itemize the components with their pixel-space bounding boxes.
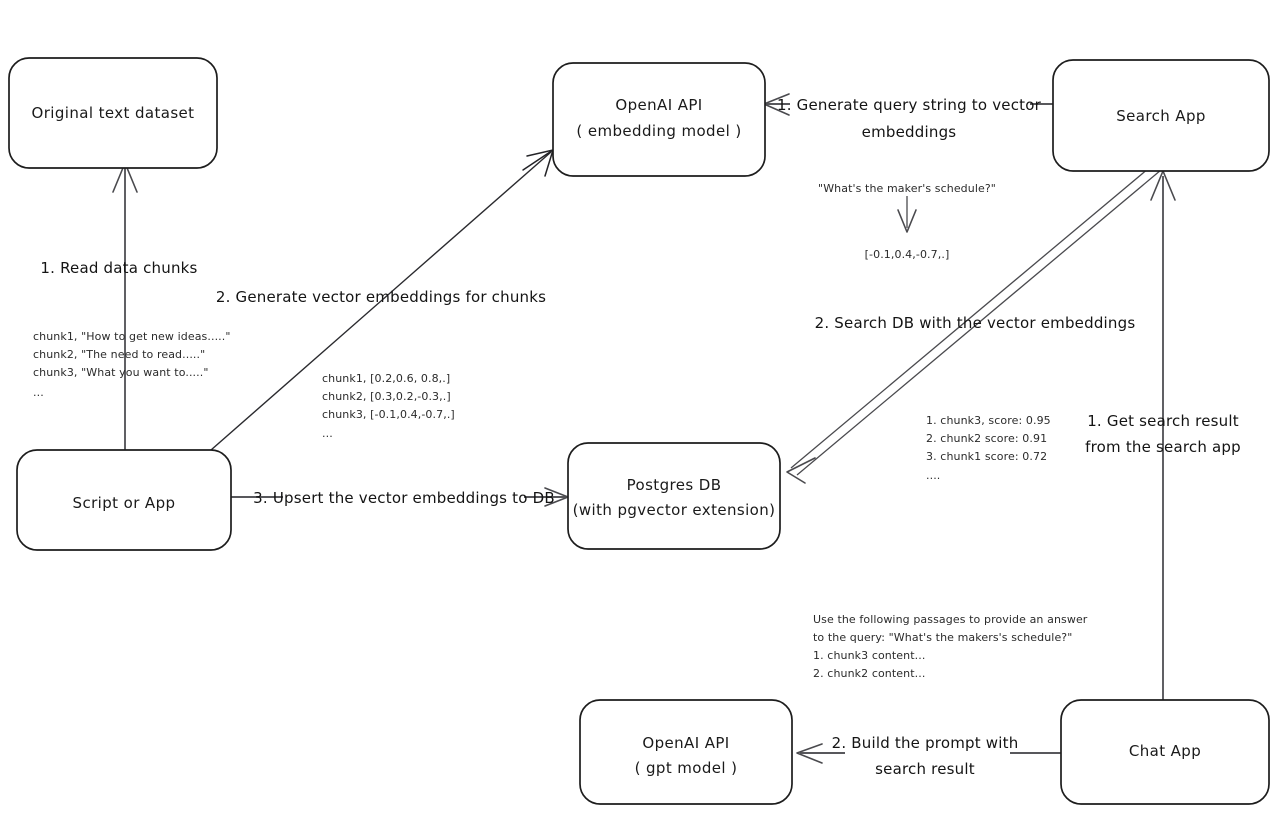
node-original-text-dataset[interactable]: Original text dataset (8, 57, 218, 169)
edge-read-data-chunks (112, 162, 138, 457)
label-search-db: 2. Search DB with the vector embeddings (815, 314, 1136, 332)
note-prompt-line-3: 1. chunk3 content... (813, 649, 925, 662)
label-read-data-chunks: 1. Read data chunks (40, 259, 197, 277)
node-openai-embedding-api[interactable]: OpenAI API ( embedding model ) (552, 62, 766, 177)
label-generate-query-string-line1: 1. Generate query string to vector (777, 96, 1042, 114)
note-raw-chunks-line-1: chunk1, "How to get new ideas....." (33, 330, 231, 343)
note-chunk-vectors: chunk1, [0.2,0.6, 0.8,.] chunk2, [0.3,0.… (322, 372, 455, 440)
label-upsert-to-db: 3. Upsert the vector embeddings to DB (253, 489, 555, 507)
note-query-string: "What's the maker's schedule?" (818, 182, 996, 195)
edge-upsert-to-db (231, 487, 569, 507)
note-chunk-vectors-line-3: chunk3, [-0.1,0.4,-0.7,.] (322, 408, 455, 421)
note-search-results-line-3: 3. chunk1 score: 0.72 (926, 450, 1047, 463)
node-search-app[interactable]: Search App (1052, 59, 1270, 172)
note-prompt-line-1: Use the following passages to provide an… (813, 613, 1088, 626)
note-prompt: Use the following passages to provide an… (813, 613, 1088, 680)
edge-generate-vector-embeddings (210, 148, 555, 451)
note-chunk-vectors-line-1: chunk1, [0.2,0.6, 0.8,.] (322, 372, 450, 385)
note-prompt-line-2: to the query: "What's the makers's sched… (813, 631, 1072, 644)
note-raw-chunks-line-4: ... (33, 386, 44, 399)
node-openai-gpt-api[interactable]: OpenAI API ( gpt model ) (579, 699, 793, 805)
label-build-prompt-line2: search result (875, 760, 975, 778)
node-postgres-db[interactable]: Postgres DB (with pgvector extension) (567, 442, 781, 550)
node-script-or-app[interactable]: Script or App (16, 449, 232, 551)
note-prompt-line-4: 2. chunk2 content... (813, 667, 925, 680)
note-search-results: 1. chunk3, score: 0.95 2. chunk2 score: … (926, 414, 1051, 482)
label-generate-vector-embeddings: 2. Generate vector embeddings for chunks (216, 288, 546, 306)
edge-get-search-result (1150, 170, 1176, 700)
edge-search-db (786, 162, 1162, 484)
note-query-vector: [-0.1,0.4,-0.7,.] (865, 248, 950, 261)
note-search-results-line-2: 2. chunk2 score: 0.91 (926, 432, 1047, 445)
node-chat-app[interactable]: Chat App (1060, 699, 1270, 805)
label-build-prompt-line1: 2. Build the prompt with (832, 734, 1019, 752)
label-get-search-result-line2: from the search app (1085, 438, 1241, 456)
edge-query-to-vector (897, 196, 917, 233)
edge-build-prompt (796, 743, 1061, 764)
note-search-results-line-1: 1. chunk3, score: 0.95 (926, 414, 1051, 427)
edge-generate-query-string (763, 93, 1053, 116)
label-generate-query-string-line2: embeddings (862, 123, 957, 141)
note-chunk-vectors-line-2: chunk2, [0.3,0.2,-0.3,.] (322, 390, 451, 403)
note-raw-chunks-line-2: chunk2, "The need to read....." (33, 348, 205, 361)
note-chunk-vectors-line-4: ... (322, 427, 333, 440)
note-raw-chunks-line-3: chunk3, "What you want to....." (33, 366, 209, 379)
note-raw-chunks: chunk1, "How to get new ideas....." chun… (33, 330, 231, 399)
note-search-results-line-4: .... (926, 469, 940, 482)
label-get-search-result-line1: 1. Get search result (1087, 412, 1239, 430)
